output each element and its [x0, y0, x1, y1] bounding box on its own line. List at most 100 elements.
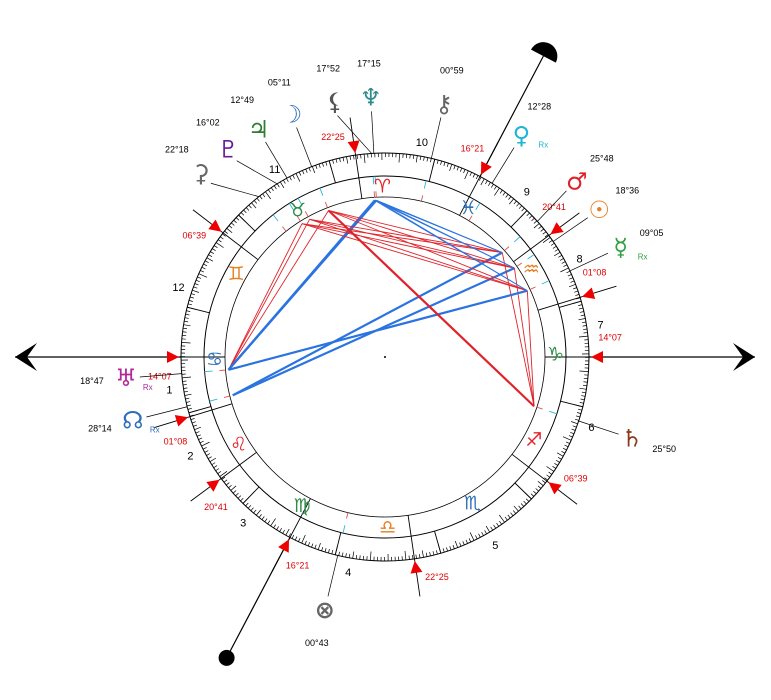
degree-tick [187, 303, 193, 306]
degree-tick [304, 540, 307, 545]
planet-degree-label: 18°36 [616, 186, 640, 196]
degree-tick [346, 156, 349, 164]
degree-tick [504, 516, 508, 521]
degree-tick [184, 320, 189, 323]
degree-tick [288, 533, 292, 538]
degree-tick [193, 286, 198, 289]
cusp-marker [480, 161, 492, 175]
planet-leader-line [265, 141, 288, 179]
degree-tick [345, 553, 347, 558]
degree-tick [211, 462, 216, 466]
degree-tick [426, 157, 429, 162]
degree-tick [523, 500, 527, 505]
house-cusp-line [349, 117, 363, 199]
degree-tick [185, 397, 190, 400]
degree-tick [253, 200, 258, 204]
sign-glyph-taurus: ♉ [289, 200, 306, 222]
degree-tick [219, 471, 228, 477]
degree-tick [183, 387, 188, 389]
house-cusp-line [513, 212, 580, 263]
degree-tick [264, 518, 268, 523]
degree-tick [459, 167, 463, 172]
degree-tick [499, 514, 505, 523]
degree-tick [446, 163, 449, 168]
planet-position-tick [288, 203, 294, 211]
degree-tick [579, 307, 584, 310]
degree-tick [206, 453, 211, 456]
degree-tick [311, 166, 316, 174]
sign-glyph-libra: ♎ [379, 516, 396, 538]
degree-tick [533, 223, 540, 229]
degree-tick [184, 393, 192, 396]
degree-tick [286, 178, 289, 183]
degree-tick [209, 457, 217, 463]
planet-degree-label: 12°49 [230, 95, 254, 105]
degree-tick [223, 479, 228, 483]
degree-tick [301, 534, 306, 544]
degree-tick [235, 492, 239, 497]
house-number: 12 [172, 282, 184, 294]
degree-tick [193, 424, 198, 427]
planet-degree-label: 00°59 [440, 66, 464, 76]
degree-tick [233, 219, 237, 224]
house-number: 9 [524, 186, 530, 198]
degree-tick [577, 408, 583, 411]
degree-tick [251, 202, 257, 209]
degree-tick [276, 183, 280, 188]
aspect-line-trine [228, 289, 528, 371]
degree-tick [412, 154, 415, 160]
degree-tick [226, 228, 233, 233]
planet-degree-label: 25°48 [590, 153, 614, 163]
degree-tick [256, 197, 260, 202]
degree-tick [195, 431, 200, 434]
cusp-marker [206, 479, 220, 492]
degree-tick [502, 191, 506, 196]
degree-tick [462, 541, 465, 546]
degree-tick [513, 200, 517, 205]
cusp-degree-label: 20°41 [204, 502, 228, 512]
degree-tick [261, 516, 265, 520]
planet-position-tick [549, 410, 558, 415]
degree-tick [553, 251, 561, 257]
degree-tick [240, 212, 245, 216]
degree-tick [567, 274, 572, 277]
degree-tick [544, 477, 548, 481]
planet-glyph-mercury: ☿ [613, 233, 628, 261]
degree-tick [465, 539, 468, 544]
sign-boundary [187, 306, 210, 314]
degree-tick [187, 408, 192, 410]
degree-tick [568, 283, 576, 288]
degree-tick [578, 304, 583, 306]
planet-glyph-jupiter: ♃ [248, 116, 270, 144]
degree-tick [542, 231, 547, 235]
degree-tick [496, 522, 500, 527]
degree-tick [463, 169, 466, 174]
degree-tick [505, 194, 509, 198]
degree-tick [332, 159, 334, 164]
degree-tick [542, 480, 546, 484]
planet-ring-tick [420, 195, 424, 202]
planet-leader-line [337, 115, 372, 154]
degree-tick [442, 548, 445, 553]
degree-tick [513, 505, 519, 512]
degree-tick [232, 490, 237, 494]
aspect-line-square [228, 219, 311, 370]
degree-tick [548, 240, 553, 243]
degree-tick [186, 401, 191, 403]
degree-tick [224, 230, 228, 234]
degree-tick [581, 321, 587, 324]
degree-tick [213, 245, 218, 249]
sign-boundary [188, 406, 212, 414]
degree-tick [182, 384, 187, 386]
degree-tick [279, 181, 285, 189]
cusp-marker [278, 539, 290, 553]
degree-tick [512, 510, 517, 514]
degree-tick [493, 185, 497, 190]
degree-tick [253, 509, 257, 514]
retrograde-label: Rx [143, 383, 153, 392]
cusp-marker [550, 222, 564, 235]
degree-tick [475, 535, 478, 540]
planet-position-tick [342, 525, 346, 534]
planet-leader-line [236, 160, 278, 185]
planet-position-tick [527, 254, 535, 260]
